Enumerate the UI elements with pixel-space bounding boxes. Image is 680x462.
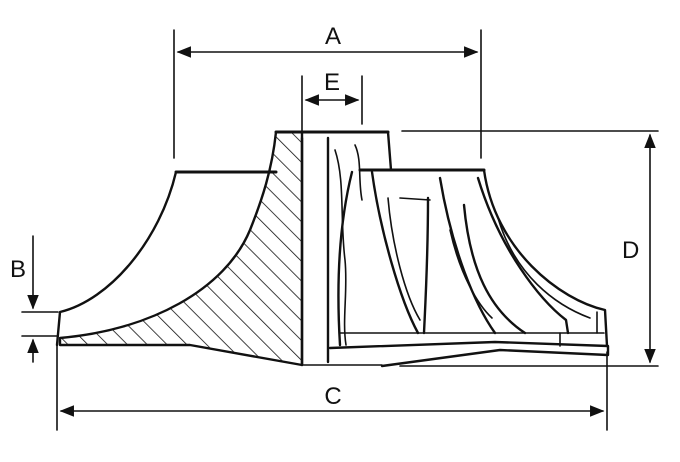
dimension-b: B <box>10 235 59 363</box>
dimension-c: C <box>56 345 608 431</box>
right-blade-tip <box>482 168 609 348</box>
dimension-e-label: E <box>324 69 340 96</box>
blade-5 <box>462 203 527 335</box>
blade-shadow-1 <box>387 197 421 321</box>
blade-2 <box>370 170 420 335</box>
blade-shadow-2 <box>449 229 493 319</box>
dimension-a-label: A <box>325 23 341 50</box>
impeller-outline <box>55 130 610 368</box>
hub-jagged-edge <box>334 149 347 346</box>
dimension-b-label: B <box>10 256 26 283</box>
back-plate <box>328 340 610 368</box>
blade-1 <box>337 170 354 347</box>
dimension-a: A <box>173 23 482 159</box>
impeller-blades <box>334 144 598 347</box>
blade-3 <box>422 196 430 335</box>
hub-section-outline <box>58 130 304 367</box>
nose-shading <box>354 144 363 201</box>
left-blade-sweep <box>55 170 178 347</box>
dimension-c-label: C <box>324 383 341 410</box>
blade-4 <box>438 176 497 335</box>
blade-7 <box>497 217 591 319</box>
impeller-hub-section <box>58 130 304 367</box>
dimension-d: D <box>399 130 659 367</box>
dimension-e: E <box>301 69 363 133</box>
dimension-d-label: D <box>622 237 639 264</box>
blade-edge-1 <box>399 197 431 201</box>
nose-right-edge <box>386 130 393 172</box>
blade-6 <box>476 176 570 335</box>
